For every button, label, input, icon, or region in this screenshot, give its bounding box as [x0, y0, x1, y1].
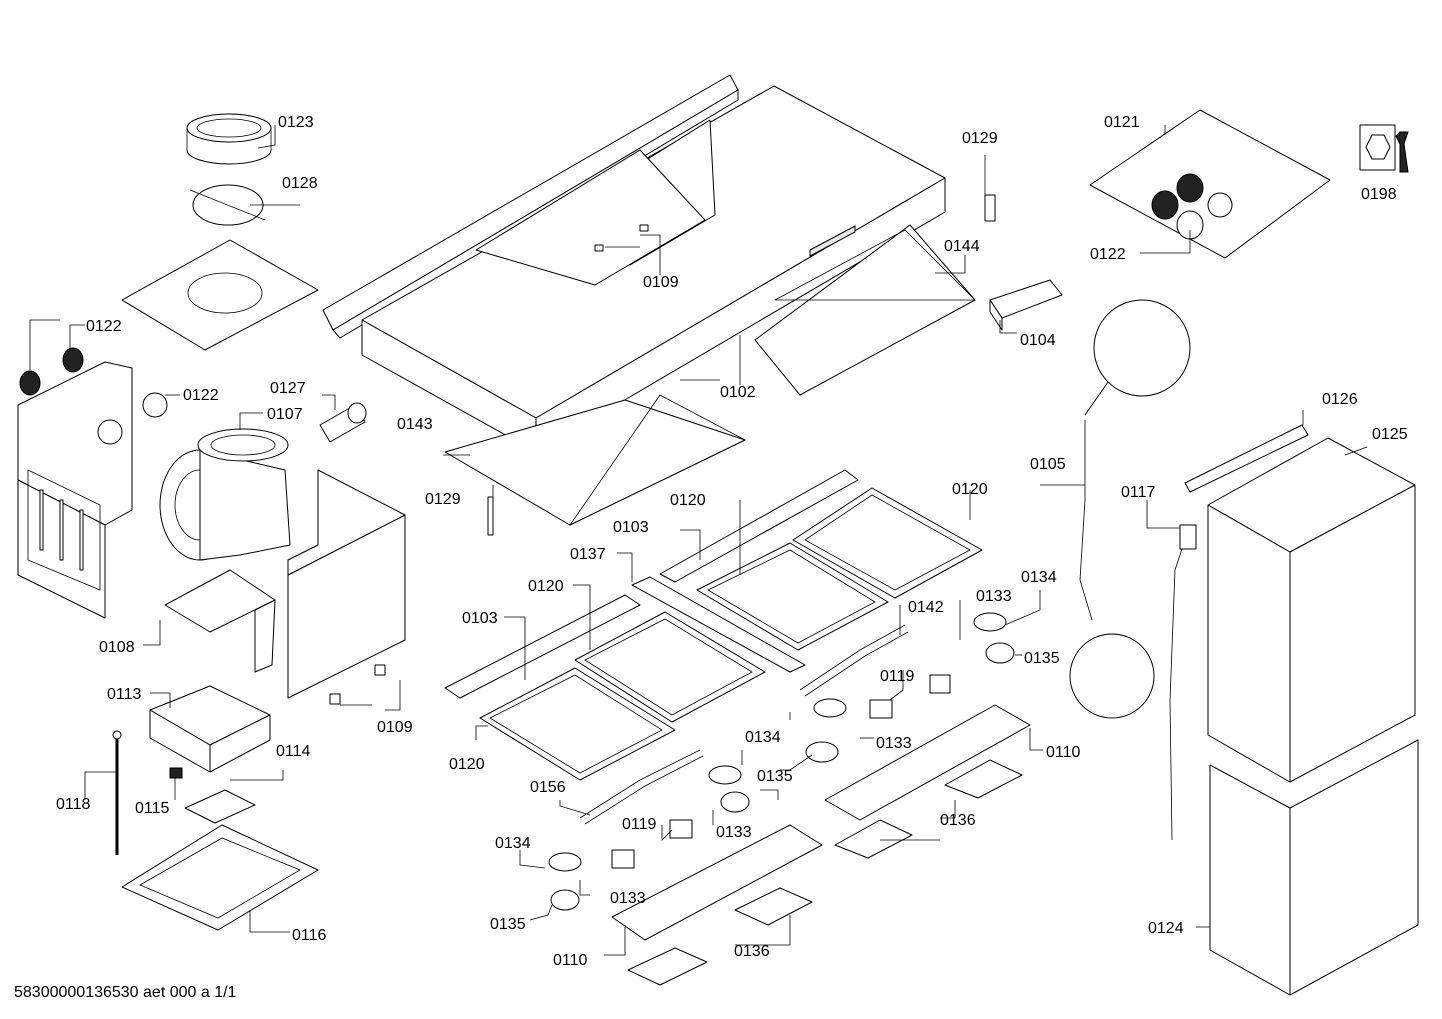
- side-panel: [287, 469, 406, 699]
- label-0104: 0104: [1020, 332, 1056, 349]
- duct-collar-0123: [186, 113, 272, 165]
- blower-bracket-0108: [164, 569, 276, 673]
- label-0129-top: 0129: [962, 130, 998, 147]
- label-0144: 0144: [944, 238, 980, 255]
- label-0142: 0142: [908, 599, 944, 616]
- label-0115: 0115: [135, 800, 170, 817]
- label-0135-c: 0135: [490, 916, 526, 933]
- label-0103-left: 0103: [462, 610, 498, 627]
- leader-lines: [29, 125, 1368, 956]
- switch-module-0104: [989, 279, 1063, 331]
- clip-0109-a: [329, 693, 341, 705]
- label-0127: 0127: [270, 380, 306, 397]
- chimney-lower-0124: [1209, 739, 1419, 996]
- label-0198: 0198: [1361, 186, 1397, 203]
- wiring-0142: [799, 624, 909, 697]
- wiring-harness-0105: [1069, 299, 1191, 719]
- clip-0109-b: [374, 664, 386, 676]
- document-id: 58300000136530 aet 000 a 1/1: [14, 984, 237, 1001]
- label-0119-a: 0119: [880, 668, 915, 685]
- label-0133-b: 0133: [876, 735, 912, 752]
- cable-0118: [112, 730, 122, 855]
- switch-0115: [169, 767, 183, 779]
- power-cord-0117: [1169, 524, 1197, 841]
- label-0133-d: 0133: [610, 890, 646, 907]
- label-0134-b: 0134: [745, 729, 781, 746]
- knob-cap-a: [97, 419, 123, 445]
- label-0126: 0126: [1322, 391, 1358, 408]
- lamps-group: [548, 612, 1015, 911]
- label-0136-a: 0136: [940, 812, 976, 829]
- label-0102: 0102: [720, 384, 756, 401]
- label-0124: 0124: [1148, 920, 1184, 937]
- knob-cap-0122: [142, 392, 168, 418]
- label-0120-a: 0120: [528, 578, 564, 595]
- label-0134-a: 0134: [1021, 569, 1057, 586]
- label-0137: 0137: [570, 546, 606, 563]
- label-0129-center: 0129: [425, 491, 461, 508]
- label-0128: 0128: [282, 175, 318, 192]
- label-0116: 0116: [292, 927, 327, 944]
- filter-rail-0103-b: [659, 469, 859, 583]
- label-0135-a: 0135: [1024, 650, 1060, 667]
- label-0123: 0123: [278, 114, 314, 131]
- label-0134-c: 0134: [495, 835, 531, 852]
- hardware-bag-0121: [1089, 109, 1331, 259]
- filter-panels-0120: [479, 487, 983, 781]
- label-0110-a: 0110: [1046, 744, 1081, 761]
- label-0156: 0156: [530, 779, 566, 796]
- label-0133-c: 0133: [716, 824, 752, 841]
- control-box-0113: [149, 685, 271, 773]
- label-0136-b: 0136: [734, 943, 770, 960]
- knobs-0122-left: [19, 347, 84, 396]
- bracket-0129-top: [984, 194, 996, 222]
- label-0105: 0105: [1030, 456, 1066, 473]
- lamp-covers-0136: [627, 759, 1023, 986]
- circuit-board-0114: [184, 789, 256, 824]
- cover-plate: [121, 239, 319, 351]
- chimney-upper-0125: [1207, 437, 1416, 783]
- wiring-0156: [579, 749, 704, 825]
- label-0135-b: 0135: [757, 768, 793, 785]
- label-0113: 0113: [107, 686, 142, 703]
- chimney-bracket-0126: [1184, 424, 1309, 493]
- label-0133-a: 0133: [976, 588, 1012, 605]
- grease-filter-0116: [121, 824, 319, 931]
- label-0121: 0121: [1104, 114, 1140, 131]
- label-0109-bottom: 0109: [377, 719, 413, 736]
- lamp-trays-0110: [611, 704, 1031, 941]
- label-0120-c: 0120: [952, 481, 988, 498]
- label-0120-b: 0120: [670, 492, 706, 509]
- label-0119-b: 0119: [622, 816, 657, 833]
- filter-rail-0103-a: [444, 594, 641, 699]
- blower-0107: [159, 428, 291, 561]
- motor-housing-frame: [17, 361, 133, 619]
- label-0109-top: 0109: [643, 274, 679, 291]
- label-0117: 0117: [1121, 484, 1156, 501]
- label-0120-d: 0120: [449, 756, 485, 773]
- wrench-nut-icon: [1359, 124, 1409, 173]
- label-0114: 0114: [276, 743, 311, 760]
- label-0103-right: 0103: [613, 519, 649, 536]
- label-0107: 0107: [267, 406, 303, 423]
- capacitor-0127: [319, 402, 367, 443]
- label-0125: 0125: [1372, 426, 1408, 443]
- part-labels: 0123 0128 0122 0122 0122 0127 0107 0108 …: [56, 114, 1408, 969]
- label-0108: 0108: [99, 639, 135, 656]
- label-0110-b: 0110: [553, 952, 588, 969]
- label-0122-right: 0122: [1090, 246, 1126, 263]
- label-0122-left: 0122: [86, 318, 122, 335]
- label-0122-center: 0122: [183, 387, 219, 404]
- filter-rail-0137: [631, 576, 806, 673]
- label-0118: 0118: [56, 796, 91, 813]
- label-0143: 0143: [397, 416, 433, 433]
- underside-trays: [444, 224, 976, 536]
- hood-canopy: [322, 74, 946, 453]
